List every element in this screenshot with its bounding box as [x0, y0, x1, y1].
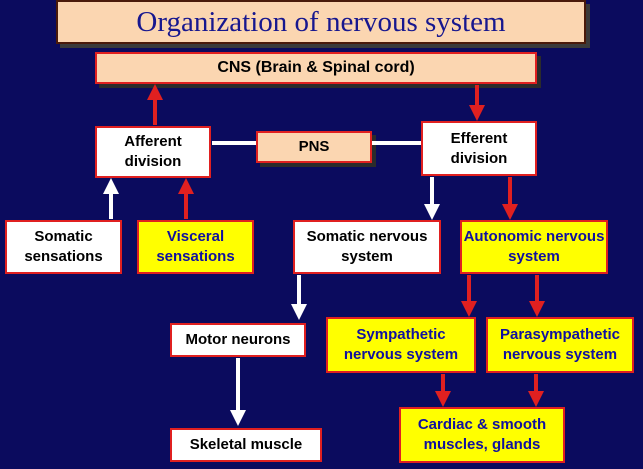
- pns-node: PNS: [256, 131, 372, 163]
- cardiac-muscles-node: Cardiac & smooth muscles, glands: [399, 407, 565, 463]
- visceral-sensations-node: Visceral sensations: [137, 220, 254, 274]
- somatic-nervous-system-node: Somatic nervous system: [293, 220, 441, 274]
- afferent-node: Afferent division: [95, 126, 211, 178]
- autonomic-nervous-system-node: Autonomic nervous system: [460, 220, 608, 274]
- cns-node: CNS (Brain & Spinal cord): [95, 52, 537, 84]
- efferent-node: Efferent division: [421, 121, 537, 176]
- sympathetic-node: Sympathetic nervous system: [326, 317, 476, 373]
- page-title: Organization of nervous system: [56, 0, 586, 44]
- motor-neurons-node: Motor neurons: [170, 323, 306, 357]
- somatic-sensations-node: Somatic sensations: [5, 220, 122, 274]
- parasympathetic-node: Parasympathetic nervous system: [486, 317, 634, 373]
- skeletal-muscle-node: Skeletal muscle: [170, 428, 322, 462]
